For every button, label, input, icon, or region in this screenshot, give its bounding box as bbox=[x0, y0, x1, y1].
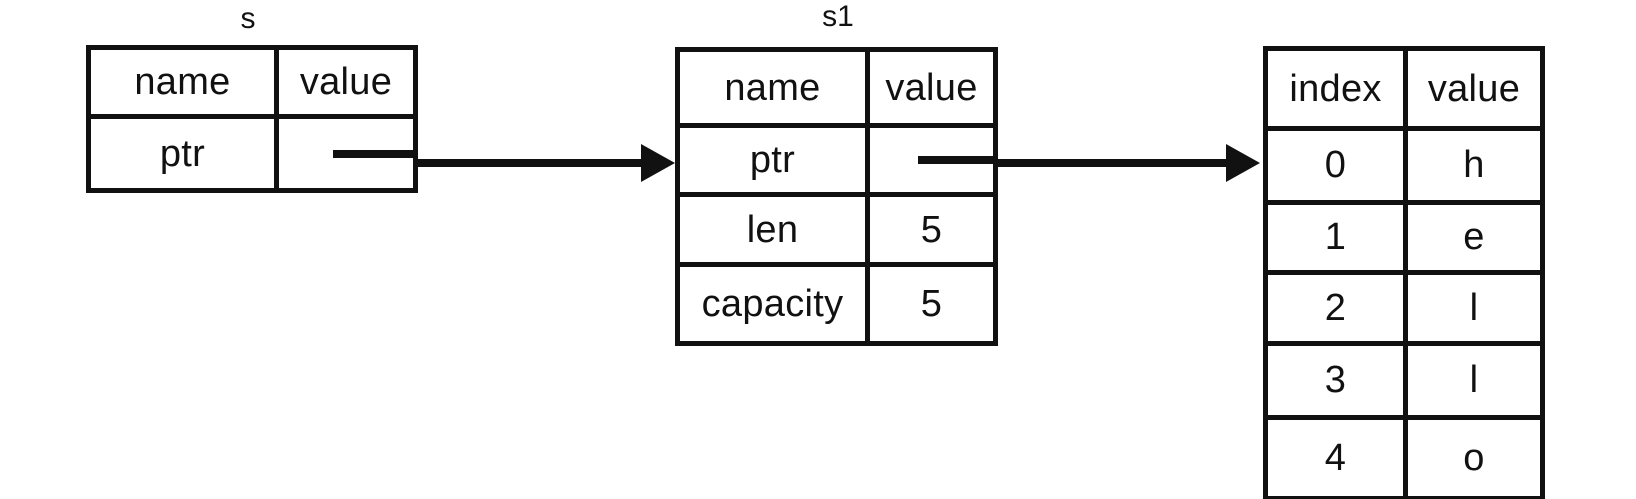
cell-label: name bbox=[724, 66, 821, 109]
table-row: len 5 bbox=[680, 197, 993, 267]
header-cell-value: value bbox=[870, 52, 993, 123]
cell-label: 5 bbox=[920, 283, 943, 325]
table-row: 0 h bbox=[1268, 131, 1540, 205]
table-title-s: s bbox=[240, 2, 256, 35]
buffer-index-2: 2 bbox=[1268, 274, 1408, 342]
cell-label: value bbox=[1427, 67, 1521, 110]
struct-table-buffer: index value 0 h 1 e 2 bbox=[1263, 46, 1545, 499]
cell-label: ptr bbox=[749, 139, 796, 181]
field-value-ptr bbox=[279, 119, 413, 188]
table-row: ptr bbox=[91, 119, 413, 188]
buffer-index-1: 1 bbox=[1268, 204, 1408, 270]
table-title-s1: s1 bbox=[822, 0, 854, 33]
field-value-capacity: 5 bbox=[870, 267, 993, 341]
field-value-len: 5 bbox=[870, 197, 993, 262]
struct-table-s1: name value ptr len 5 capacit bbox=[675, 47, 998, 346]
table-row: name value bbox=[91, 50, 413, 120]
header-cell-value: value bbox=[1408, 51, 1540, 126]
field-value-ptr bbox=[870, 128, 993, 192]
buffer-value-0: h bbox=[1408, 131, 1540, 199]
table-row: 1 e bbox=[1268, 204, 1540, 275]
header-cell-index: index bbox=[1268, 51, 1408, 127]
header-cell-value: value bbox=[279, 50, 413, 114]
buffer-index-0: 0 bbox=[1268, 131, 1408, 200]
table-row: 2 l bbox=[1268, 274, 1540, 347]
cell-label: 0 bbox=[1324, 144, 1347, 187]
arrow-line-s-to-s1 bbox=[418, 159, 643, 167]
table-row: ptr bbox=[680, 128, 993, 197]
table-row: 4 o bbox=[1268, 419, 1540, 496]
struct-table-s: name value ptr bbox=[86, 45, 418, 193]
field-name-ptr: ptr bbox=[680, 128, 870, 192]
arrow-line-s1-to-buffer bbox=[998, 159, 1228, 167]
cell-label: 4 bbox=[1324, 436, 1347, 479]
arrow-head-s-to-s1 bbox=[641, 144, 675, 182]
buffer-value-3: l bbox=[1408, 346, 1540, 414]
cell-label: l bbox=[1469, 287, 1479, 330]
cell-label: h bbox=[1463, 144, 1485, 187]
buffer-value-2: l bbox=[1408, 275, 1540, 341]
cell-label: e bbox=[1463, 216, 1485, 259]
cell-label: value bbox=[885, 66, 978, 109]
arrow-head-s1-to-buffer bbox=[1226, 144, 1260, 182]
header-cell-name: name bbox=[680, 52, 870, 123]
cell-label: len bbox=[746, 208, 799, 251]
table-row: index value bbox=[1268, 51, 1540, 132]
cell-label: 2 bbox=[1324, 287, 1347, 330]
cell-label: 1 bbox=[1324, 216, 1347, 259]
cell-label: 3 bbox=[1324, 359, 1347, 402]
header-cell-name: name bbox=[91, 50, 279, 115]
table-row: capacity 5 bbox=[680, 267, 993, 341]
cell-label: capacity bbox=[701, 283, 844, 325]
field-name-capacity: capacity bbox=[680, 267, 870, 341]
cell-label: o bbox=[1463, 436, 1485, 479]
buffer-value-1: e bbox=[1408, 205, 1540, 270]
buffer-index-3: 3 bbox=[1268, 346, 1408, 415]
cell-label: index bbox=[1289, 67, 1382, 110]
pointer-stub-icon bbox=[333, 149, 413, 158]
field-name-len: len bbox=[680, 197, 870, 262]
cell-label: value bbox=[299, 61, 393, 104]
cell-label: l bbox=[1469, 359, 1479, 402]
pointer-stub-icon bbox=[918, 156, 993, 164]
table-row: 3 l bbox=[1268, 346, 1540, 420]
table-row: name value bbox=[680, 52, 993, 128]
buffer-value-4: o bbox=[1408, 420, 1540, 496]
buffer-index-4: 4 bbox=[1268, 419, 1408, 496]
cell-label: ptr bbox=[159, 132, 206, 175]
cell-label: name bbox=[134, 61, 231, 104]
field-name-ptr: ptr bbox=[91, 119, 279, 188]
cell-label: 5 bbox=[920, 208, 943, 251]
